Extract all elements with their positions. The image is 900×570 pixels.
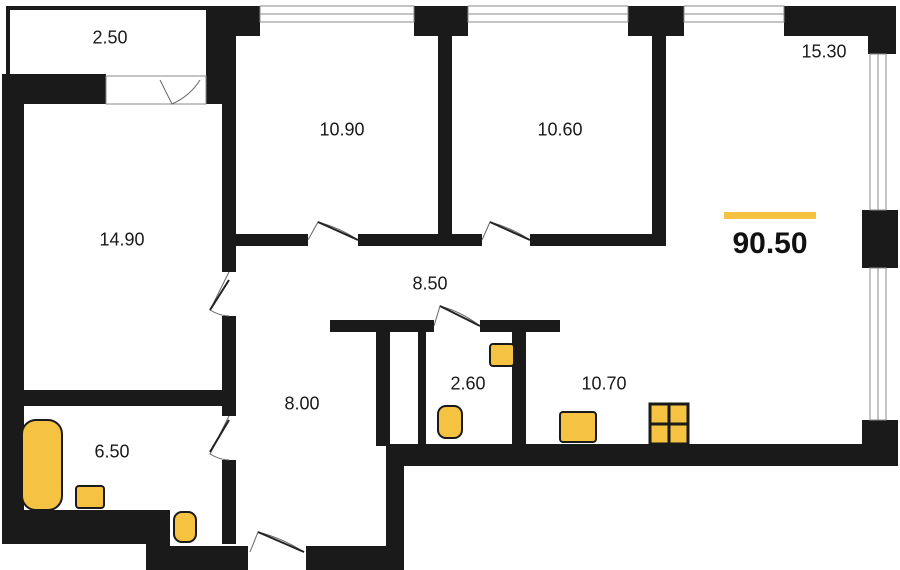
room-area-bathroom: 6.50 [94,441,130,462]
wall [2,74,106,104]
wall [18,390,236,406]
wall [222,36,236,272]
wall [330,320,434,332]
door-leaf [317,221,359,241]
total-area-accent-bar [724,212,816,219]
door-leaf [257,531,305,553]
room-area-wc: 2.60 [450,373,486,394]
wall [146,546,248,570]
wall [6,6,210,10]
wall [2,510,160,544]
room-area-living-room: 15.30 [801,41,847,62]
wall [480,320,560,332]
walls [2,6,898,570]
wall [222,460,236,544]
wall [236,234,308,246]
room-area-bedroom-1: 10.90 [319,119,365,140]
room-area-bedroom-2: 10.60 [537,119,583,140]
door-swing [209,415,230,461]
wall [652,30,666,246]
toilet-icon [173,511,197,543]
wall [376,330,390,446]
room-area-hall: 8.00 [284,393,320,414]
door-leaf [209,419,230,453]
room-area-kitchen: 10.70 [581,373,627,394]
toilet-icon [437,405,463,439]
doors [159,79,531,553]
door-leaf [489,221,531,241]
sink-icon [559,411,597,443]
fixtures [21,343,690,543]
window [105,75,207,105]
room-area-balcony: 2.50 [92,27,128,48]
wall [868,6,896,54]
total-area: 90.50 [732,227,808,260]
room-area-corridor: 8.50 [412,273,448,294]
sink-icon [489,343,515,367]
wall [512,330,526,446]
sink-icon [75,485,105,509]
wall [438,30,452,240]
room-area-bedroom-3: 14.90 [99,229,145,250]
door-swing [159,79,201,105]
wall [386,444,898,466]
wall [2,74,24,544]
door-leaf [209,279,230,311]
door-leaf [439,305,481,327]
wall [358,234,482,246]
wall [418,330,426,446]
wall [530,234,666,246]
wall [306,546,400,570]
wall [6,6,10,76]
wall [386,444,404,570]
windows [105,5,887,421]
wall [862,210,898,268]
bathtub-icon [21,419,63,511]
